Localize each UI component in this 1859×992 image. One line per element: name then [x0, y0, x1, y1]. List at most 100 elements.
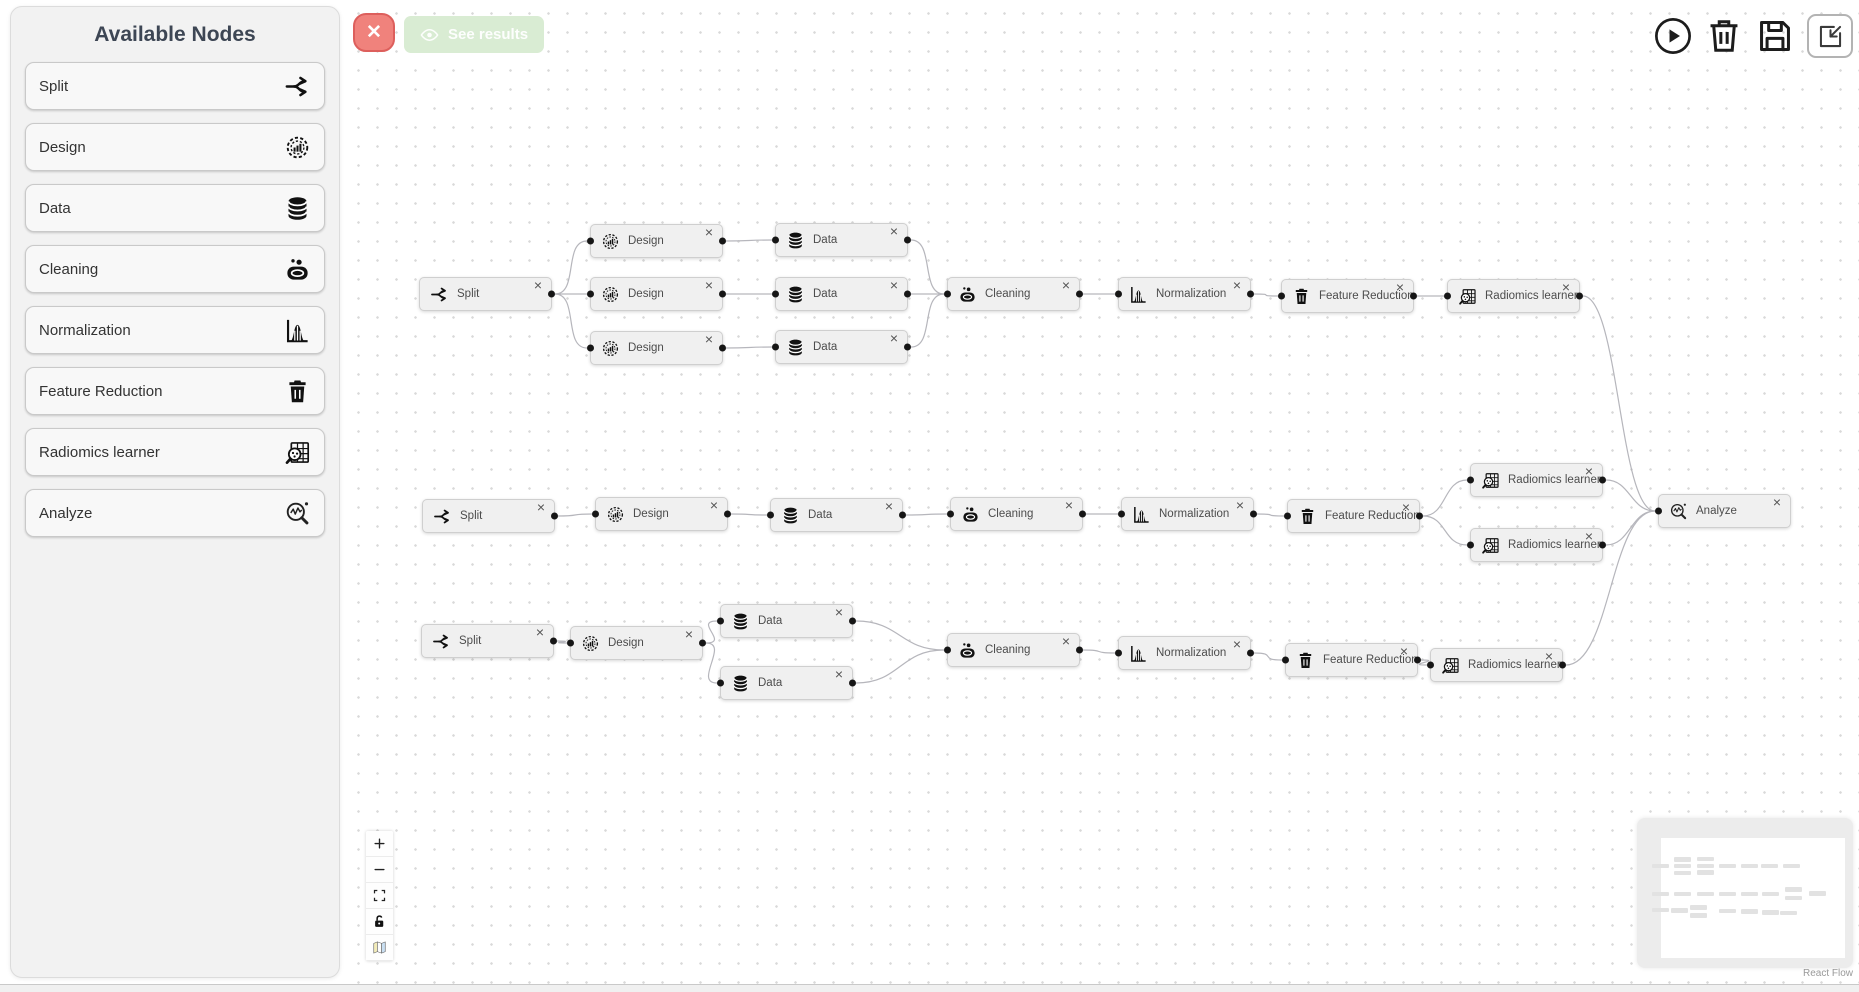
node-input-handle[interactable]: [1284, 512, 1291, 520]
flow-node-feature-reduction[interactable]: Feature Reduction×: [1278, 279, 1417, 313]
node-output-handle[interactable]: [1599, 476, 1606, 484]
export-button[interactable]: [1807, 14, 1853, 58]
node-output-handle[interactable]: [699, 639, 706, 647]
flow-node-data[interactable]: Data×: [717, 666, 856, 700]
node-close-icon[interactable]: ×: [1544, 648, 1553, 664]
sidebar-item-normalization[interactable]: Normalization: [25, 306, 325, 354]
node-close-icon[interactable]: ×: [1064, 497, 1073, 513]
fit-view-button[interactable]: [366, 883, 393, 909]
node-input-handle[interactable]: [1115, 290, 1122, 298]
node-input-handle[interactable]: [947, 510, 954, 518]
node-close-icon[interactable]: ×: [1235, 497, 1244, 513]
node-close-icon[interactable]: ×: [704, 277, 713, 293]
node-input-handle[interactable]: [767, 511, 774, 519]
node-input-handle[interactable]: [587, 290, 594, 298]
node-input-handle[interactable]: [1655, 507, 1662, 515]
node-output-handle[interactable]: [548, 290, 555, 298]
toggle-minimap-button[interactable]: [366, 935, 393, 961]
zoom-out-button[interactable]: [366, 857, 393, 883]
node-output-handle[interactable]: [551, 512, 558, 520]
node-output-handle[interactable]: [1250, 510, 1257, 518]
flow-node-radiomics-learner[interactable]: Radiomics learner×: [1427, 648, 1566, 682]
sidebar-item-split[interactable]: Split: [25, 62, 325, 110]
node-input-handle[interactable]: [587, 344, 594, 352]
node-output-handle[interactable]: [724, 510, 731, 518]
node-input-handle[interactable]: [1467, 476, 1474, 484]
zoom-in-button[interactable]: [366, 831, 393, 857]
node-output-handle[interactable]: [904, 343, 911, 351]
node-output-handle[interactable]: [719, 344, 726, 352]
sidebar-item-design[interactable]: Design: [25, 123, 325, 171]
node-close-icon[interactable]: ×: [533, 277, 542, 293]
node-output-handle[interactable]: [849, 679, 856, 687]
flow-node-design[interactable]: Design×: [592, 497, 731, 531]
node-close-icon[interactable]: ×: [1061, 633, 1070, 649]
node-close-icon[interactable]: ×: [834, 604, 843, 620]
sidebar-item-radiomics-learner[interactable]: Radiomics learner: [25, 428, 325, 476]
node-output-handle[interactable]: [1247, 290, 1254, 298]
flow-node-cleaning[interactable]: Cleaning×: [944, 633, 1083, 667]
run-button[interactable]: [1654, 17, 1692, 55]
node-output-handle[interactable]: [849, 617, 856, 625]
node-output-handle[interactable]: [899, 511, 906, 519]
node-input-handle[interactable]: [1467, 541, 1474, 549]
node-output-handle[interactable]: [1410, 292, 1417, 300]
flow-node-radiomics-learner[interactable]: Radiomics learner×: [1467, 463, 1606, 497]
flow-node-design[interactable]: Design×: [587, 224, 726, 258]
flow-node-normalization[interactable]: Normalization×: [1115, 277, 1254, 311]
node-input-handle[interactable]: [567, 639, 574, 647]
node-input-handle[interactable]: [587, 237, 594, 245]
flow-node-data[interactable]: Data×: [772, 330, 911, 364]
node-close-icon[interactable]: ×: [1561, 279, 1570, 295]
node-output-handle[interactable]: [1247, 649, 1254, 657]
flow-node-data[interactable]: Data×: [717, 604, 856, 638]
toggle-interactivity-button[interactable]: [366, 909, 393, 935]
node-output-handle[interactable]: [550, 637, 557, 645]
node-output-handle[interactable]: [1079, 510, 1086, 518]
flow-node-normalization[interactable]: Normalization×: [1118, 497, 1257, 531]
node-output-handle[interactable]: [1416, 512, 1423, 520]
node-close-icon[interactable]: ×: [536, 499, 545, 515]
sidebar-item-feature-reduction[interactable]: Feature Reduction: [25, 367, 325, 415]
sidebar-item-data[interactable]: Data: [25, 184, 325, 232]
node-input-handle[interactable]: [717, 617, 724, 625]
node-close-icon[interactable]: ×: [889, 223, 898, 239]
flow-node-design[interactable]: Design×: [587, 277, 726, 311]
node-input-handle[interactable]: [592, 510, 599, 518]
node-input-handle[interactable]: [1115, 649, 1122, 657]
node-close-icon[interactable]: ×: [684, 626, 693, 642]
node-output-handle[interactable]: [1414, 656, 1421, 664]
node-input-handle[interactable]: [1444, 292, 1451, 300]
node-close-icon[interactable]: ×: [704, 224, 713, 240]
node-close-icon[interactable]: ×: [1399, 643, 1408, 659]
node-input-handle[interactable]: [1427, 661, 1434, 669]
sidebar-item-analyze[interactable]: Analyze: [25, 489, 325, 537]
node-output-handle[interactable]: [904, 290, 911, 298]
node-close-icon[interactable]: ×: [884, 498, 893, 514]
flow-node-radiomics-learner[interactable]: Radiomics learner×: [1444, 279, 1583, 313]
flow-node-split[interactable]: Split×: [419, 277, 555, 311]
sidebar-item-cleaning[interactable]: Cleaning: [25, 245, 325, 293]
node-close-icon[interactable]: ×: [1772, 494, 1781, 510]
node-close-icon[interactable]: ×: [889, 330, 898, 346]
flow-node-radiomics-learner[interactable]: Radiomics learner×: [1467, 528, 1606, 562]
node-output-handle[interactable]: [1076, 646, 1083, 654]
node-output-handle[interactable]: [719, 237, 726, 245]
flow-canvas[interactable]: [345, 0, 1859, 985]
node-output-handle[interactable]: [1559, 661, 1566, 669]
node-output-handle[interactable]: [1576, 292, 1583, 300]
flow-node-design[interactable]: Design×: [567, 626, 706, 660]
flow-node-cleaning[interactable]: Cleaning×: [944, 277, 1083, 311]
node-input-handle[interactable]: [1118, 510, 1125, 518]
node-close-icon[interactable]: ×: [1584, 528, 1593, 544]
node-close-icon[interactable]: ×: [535, 624, 544, 640]
node-input-handle[interactable]: [944, 646, 951, 654]
flow-node-feature-reduction[interactable]: Feature Reduction×: [1282, 643, 1421, 677]
flow-node-design[interactable]: Design×: [587, 331, 726, 365]
node-close-icon[interactable]: ×: [704, 331, 713, 347]
see-results-button[interactable]: See results: [404, 16, 545, 53]
minimap[interactable]: [1637, 818, 1853, 968]
flow-node-normalization[interactable]: Normalization×: [1115, 636, 1254, 670]
flow-node-split[interactable]: Split×: [421, 624, 557, 658]
node-close-icon[interactable]: ×: [1232, 636, 1241, 652]
